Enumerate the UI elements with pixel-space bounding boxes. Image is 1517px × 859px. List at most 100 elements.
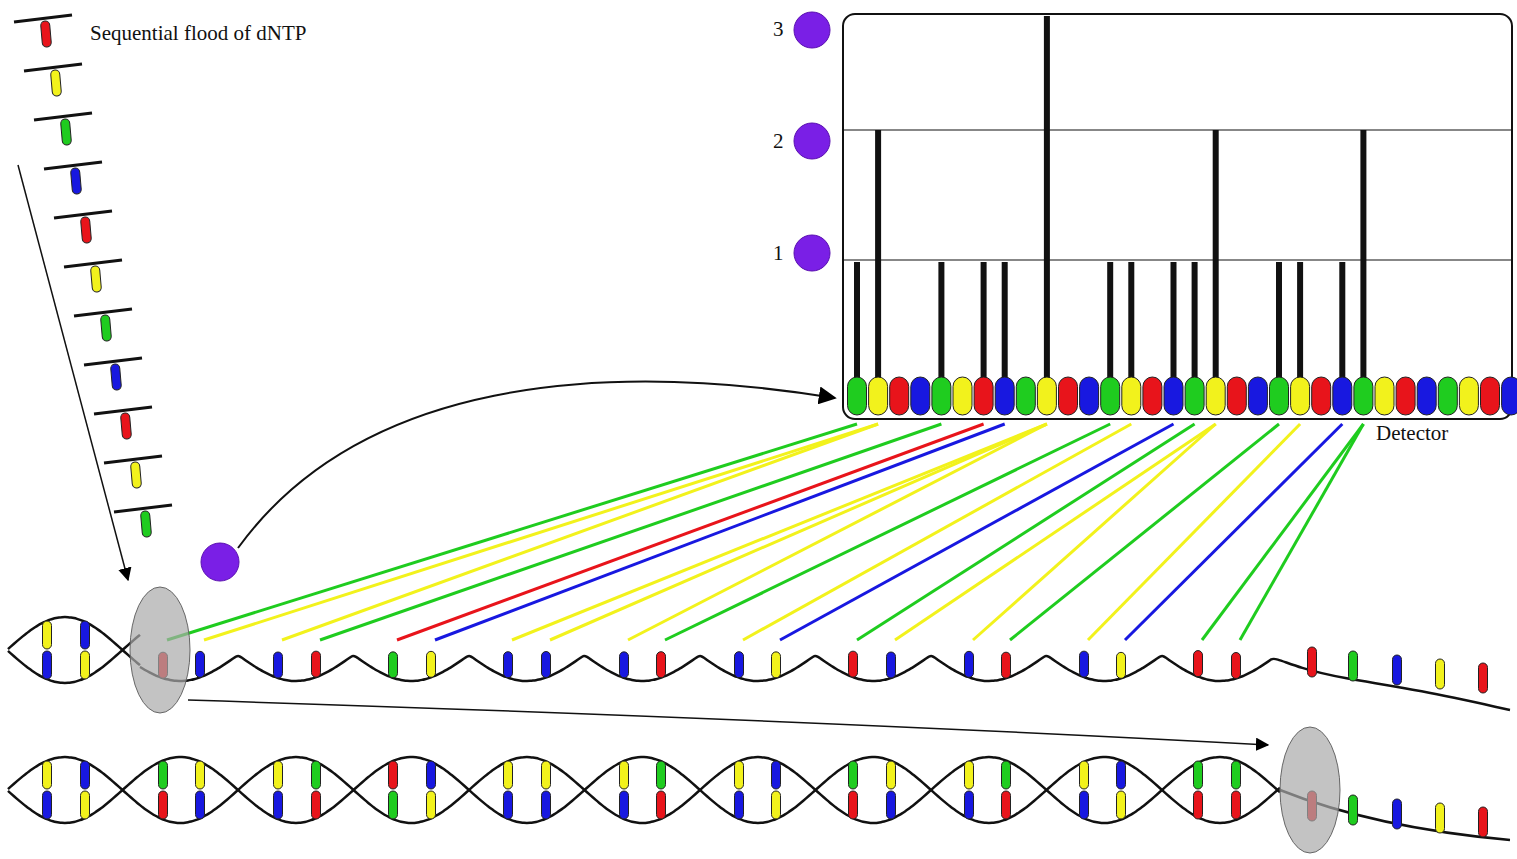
signal-line	[665, 424, 1110, 640]
dna-strand	[8, 757, 1280, 823]
detector-well	[1417, 377, 1436, 415]
base-pair	[196, 791, 205, 819]
template-base	[1436, 803, 1445, 833]
template-base	[1080, 651, 1089, 677]
ion-arrow	[238, 382, 835, 548]
signal-peak	[854, 262, 860, 382]
base-pair	[620, 791, 629, 819]
dna-strand	[8, 635, 140, 683]
template-base	[1194, 651, 1203, 677]
base-pair	[1117, 761, 1126, 789]
signal-peak	[1171, 262, 1177, 382]
template-base	[735, 652, 744, 678]
template-base	[1232, 653, 1241, 679]
template-base	[1393, 655, 1402, 685]
detector-well	[869, 377, 888, 415]
detector-label: Detector	[1376, 422, 1448, 445]
detector-well	[1248, 377, 1267, 415]
base-pair	[735, 791, 744, 819]
dntp-stem	[44, 162, 102, 169]
template-base	[1349, 651, 1358, 681]
template-base	[1308, 647, 1317, 677]
base-pair	[1080, 791, 1089, 819]
template-base	[965, 651, 974, 677]
dntp-stem	[74, 309, 132, 316]
base-pair	[542, 791, 551, 819]
detector-well	[1375, 377, 1394, 415]
template-base	[1117, 652, 1126, 678]
dntp-base	[70, 168, 81, 195]
signal-line	[320, 424, 941, 640]
template-base	[772, 652, 781, 678]
template-base	[1479, 807, 1488, 837]
detector-well	[1312, 377, 1331, 415]
polymerase	[130, 587, 190, 713]
detector-well	[1333, 377, 1352, 415]
base-pair	[81, 791, 90, 819]
dntp-stem	[34, 113, 92, 120]
template-base	[849, 651, 858, 677]
template-base	[389, 652, 398, 678]
base-pair	[542, 761, 551, 789]
base-pair	[620, 761, 629, 789]
detector-well	[1502, 377, 1517, 415]
flow-arrow	[18, 165, 128, 580]
base-pair	[1194, 791, 1203, 819]
ion-symbol	[794, 235, 830, 271]
detector-well	[1037, 377, 1056, 415]
signal-peak	[1360, 130, 1366, 382]
dntp-base	[130, 462, 141, 489]
signal-line	[512, 424, 1047, 640]
dntp-base	[90, 266, 101, 293]
level-line	[843, 259, 1512, 260]
signal-line	[167, 424, 857, 640]
signal-peak	[1128, 262, 1134, 382]
ion-symbol	[794, 123, 830, 159]
detector-well	[1438, 377, 1457, 415]
detector-well	[1080, 377, 1099, 415]
base-pair	[504, 791, 513, 819]
base-pair	[274, 791, 283, 819]
signal-line	[435, 424, 1005, 640]
base-pair	[81, 651, 90, 679]
base-pair	[1080, 761, 1089, 789]
base-pair	[43, 791, 52, 819]
signal-peak	[875, 130, 881, 382]
detector-well	[1059, 377, 1078, 415]
dntp-base	[100, 315, 111, 342]
dna-upper	[8, 587, 1510, 713]
signal-line	[282, 424, 878, 640]
template-strand	[140, 656, 1510, 710]
base-pair	[43, 621, 52, 649]
dntp-stem	[14, 15, 72, 22]
signal-lines	[167, 424, 1363, 640]
signal-peak	[1107, 262, 1113, 382]
detector-well	[1185, 377, 1204, 415]
dntp-stem	[54, 211, 112, 218]
detector-well	[953, 377, 972, 415]
signal-peak	[1276, 262, 1282, 382]
template-base	[427, 651, 436, 677]
dntp-base	[110, 364, 121, 391]
detector-well	[1164, 377, 1183, 415]
detector-well	[1206, 377, 1225, 415]
base-pair	[1002, 791, 1011, 819]
ion-symbol	[201, 543, 239, 581]
base-pair	[43, 761, 52, 789]
dna-lower	[8, 727, 1510, 853]
dna-strand	[8, 757, 1280, 823]
dntp-base	[50, 70, 61, 97]
polymerase	[1280, 727, 1340, 853]
base-pair	[965, 791, 974, 819]
dntp-base	[140, 511, 151, 538]
detector-well	[1481, 377, 1500, 415]
detector-well	[1459, 377, 1478, 415]
base-pair	[274, 761, 283, 789]
signal-line	[1125, 424, 1342, 640]
template-base	[887, 652, 896, 678]
signal-line	[1202, 424, 1363, 640]
chart-frame	[843, 14, 1512, 419]
signal-line	[1240, 424, 1363, 640]
flood-title: Sequential flood of dNTP	[90, 22, 306, 45]
